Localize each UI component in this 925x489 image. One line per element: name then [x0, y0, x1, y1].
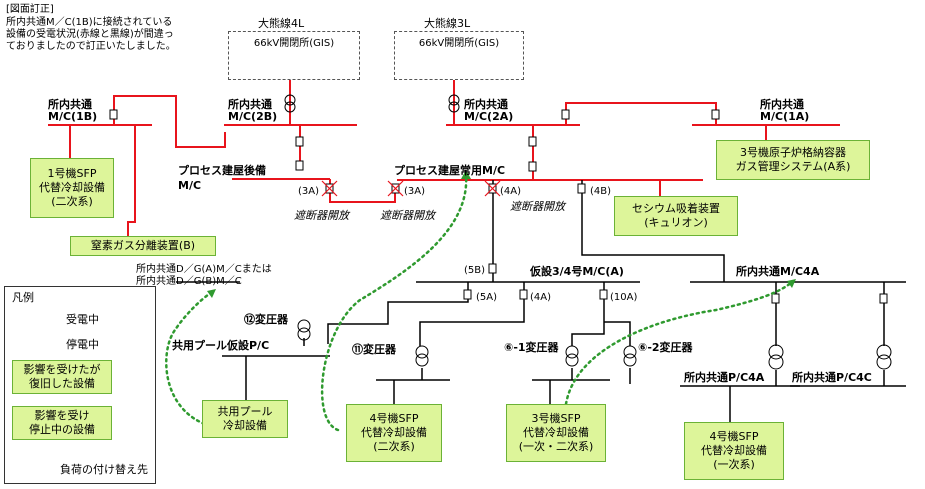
correction-line-3: ておりましたので訂正いたしました。 — [6, 41, 176, 52]
mc2b-label-b: M/C(2B) — [228, 110, 278, 123]
station-3l-name: 66kV開閉所(GIS) — [418, 38, 500, 49]
box-n2-separator: 窒素ガス分離装置(B) — [70, 236, 216, 256]
breaker-2a-proc-2 — [528, 161, 537, 172]
feeder-10a-b — [604, 321, 631, 346]
arrowhead-c4a — [787, 279, 796, 288]
legend-restored-box: 影響を受けたが 復旧した設備 — [12, 360, 112, 394]
breaker-3a-2-label: (3A) — [404, 186, 426, 197]
c4a-mc-label: 所内共通M/C4A — [736, 265, 820, 278]
mc1a-label-b: M/C(1A) — [760, 110, 810, 123]
breaker-4a-2 — [519, 289, 528, 300]
station-4l-box: 66kV開閉所(GIS) — [228, 31, 360, 80]
correction-line-1: 所内共通M／C(1B)に接続されている — [6, 17, 173, 28]
t12-label: ⑫変圧器 — [244, 313, 288, 326]
breaker-2b-2 — [295, 160, 304, 171]
mc1b-label-a: 所内共通 — [48, 98, 92, 111]
breaker-1b — [109, 109, 118, 120]
mc1a-label-a: 所内共通 — [760, 98, 804, 111]
transformers — [284, 94, 892, 370]
unpowered-lines — [22, 180, 906, 422]
breaker-4b — [577, 183, 586, 194]
breaker-2a-1a — [561, 109, 570, 120]
breaker-5b-label: (5B) — [464, 265, 486, 276]
station-4l-line: 大熊線4L — [258, 17, 305, 30]
breaker-10a — [599, 289, 608, 300]
breaker-5a — [463, 289, 472, 300]
tie-2a-1a — [565, 102, 717, 125]
tx-c4c — [876, 344, 892, 360]
legend-red-label: 受電中 — [66, 313, 99, 326]
dg-label-2: 所内共通D／G(B)M／C — [136, 276, 242, 287]
open-label-1: 遮断器開放 — [294, 209, 349, 222]
transfer-sfp3-to-c4a — [564, 280, 794, 406]
mc2a-label-b: M/C(2A) — [464, 110, 514, 123]
breaker-4a-2-label: (4A) — [530, 292, 552, 303]
breaker-4a-label: (4A) — [500, 186, 522, 197]
tx-11 — [415, 345, 429, 359]
proc-normal-label: プロセス建屋常用M/C — [394, 164, 506, 177]
mc1b-label-b: M/C(1B) — [48, 110, 98, 123]
legend-black-label: 停電中 — [66, 338, 99, 351]
t6-1-label: ⑥-1変圧器 — [504, 341, 559, 354]
tx-3l-a — [448, 94, 460, 106]
station-3l-box: 66kV開閉所(GIS) — [394, 31, 524, 80]
feeder-4b — [581, 180, 725, 266]
legend-transfer-label: 負荷の付け替え先 — [60, 463, 148, 476]
breaker-3a-1-label: (3A) — [298, 186, 320, 197]
breaker-2b — [295, 136, 304, 147]
tie-3a — [329, 179, 396, 203]
box-sfp4-primary: 4号機SFP 代替冷却設備 (一次系) — [684, 422, 784, 480]
dg-label-1: 所内共通D／G(A)M／Cまたは — [136, 264, 272, 275]
box-cesium: セシウム吸着装置 (キュリオン) — [614, 196, 738, 236]
proc-back-label-b: M/C — [178, 179, 202, 192]
box-unit3-pcv-gas: 3号機原子炉格納容器 ガス管理システム(A系) — [716, 140, 870, 180]
box-sfp1: 1号機SFP 代替冷却設備 (二次系) — [30, 158, 114, 218]
open-marks — [321, 180, 501, 197]
legend-stopped-box: 影響を受け 停止中の設備 — [12, 406, 112, 440]
pool-pc-label: 共用プール仮設P/C — [172, 339, 270, 352]
tx-4l-a — [284, 94, 296, 106]
transfer-sfp4-2-to-proc — [320, 173, 468, 432]
box-pool-cooling: 共用プール 冷却設備 — [202, 400, 288, 438]
correction-line-2: 設備の受電状況(赤線と黒線)が間違っ — [6, 29, 174, 40]
arrowhead-proc — [461, 170, 471, 179]
open-label-3: 遮断器開放 — [510, 200, 565, 213]
breaker-c4a-2 — [879, 293, 888, 304]
pc-c4a-label: 所内共通P/C4A — [684, 371, 765, 384]
t11-label: ⑪変圧器 — [352, 343, 396, 356]
station-3l-line: 大熊線3L — [424, 17, 471, 30]
feeder-1b-n2 — [127, 125, 136, 236]
box-sfp4-secondary: 4号機SFP 代替冷却設備 (二次系) — [346, 404, 442, 462]
breaker-5b — [488, 263, 497, 274]
tx-12 — [297, 319, 311, 333]
mc2a-label-a: 所内共通 — [464, 98, 508, 111]
correction-header: [図面訂正] — [6, 4, 54, 15]
breaker-2a-proc-1 — [528, 136, 537, 147]
open-label-2: 遮断器開放 — [380, 209, 435, 222]
station-4l-name: 66kV開閉所(GIS) — [253, 38, 335, 49]
feeder-5a — [327, 282, 469, 344]
tx-c4a — [768, 344, 784, 360]
transfer-pool-to-dg — [165, 290, 214, 428]
breaker-10a-label: (10A) — [610, 292, 638, 303]
proc-back-label-a: プロセス建屋後備 — [178, 164, 266, 177]
legend-title: 凡例 — [12, 291, 34, 304]
box-sfp3: 3号機SFP 代替冷却設備 (一次・二次系) — [506, 404, 606, 462]
temp34-label: 仮設3/4号M/C(A) — [530, 265, 624, 278]
feeder-4a-2 — [419, 282, 525, 346]
arrowhead-dg — [207, 289, 216, 298]
t6-2-label: ⑥-2変圧器 — [638, 341, 693, 354]
pc-c4c-label: 所内共通P/C4C — [792, 371, 872, 384]
tx-6-1 — [565, 345, 579, 359]
breaker-5a-label: (5A) — [476, 292, 498, 303]
breaker-4b-label: (4B) — [590, 186, 612, 197]
mc2b-label-a: 所内共通 — [228, 98, 272, 111]
breaker-1a — [711, 109, 720, 120]
breaker-c4a-1 — [771, 293, 780, 304]
tx-6-2 — [623, 345, 637, 359]
feeder-1b-2b — [113, 95, 226, 148]
feeder-10a — [571, 282, 605, 346]
